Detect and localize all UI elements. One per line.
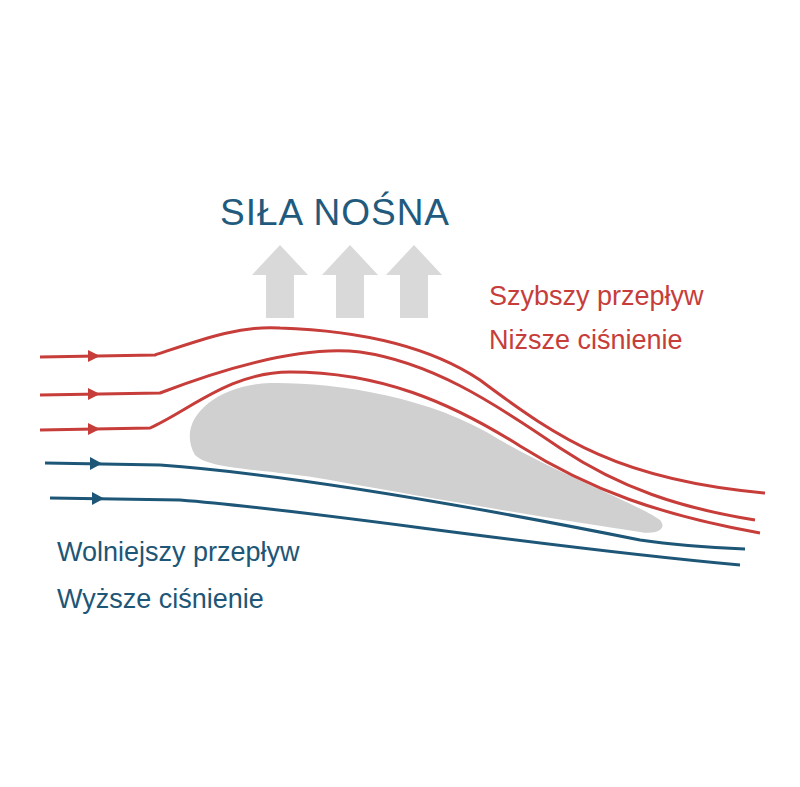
flow-speed-label: Szybszy przepływ <box>489 281 704 312</box>
flow-arrowhead <box>88 423 100 435</box>
flow-arrowhead <box>88 388 100 400</box>
airfoil <box>190 383 663 533</box>
flow-arrowhead <box>88 350 100 362</box>
lift-arrow <box>386 245 442 318</box>
diagram-title: SIŁA NOŚNA <box>220 192 450 235</box>
pressure-label: Niższe ciśnienie <box>489 325 683 356</box>
lift-arrow <box>322 245 378 318</box>
streamline <box>45 463 745 549</box>
flow-arrowhead <box>92 492 104 505</box>
pressure-label: Wyższe ciśnienie <box>57 584 264 615</box>
upper-flow-heads <box>88 350 100 435</box>
flow-speed-label: Wolniejszy przepływ <box>57 537 300 568</box>
lift-arrows <box>252 245 442 318</box>
lower-flow-heads <box>90 457 104 505</box>
lift-arrow <box>252 245 308 318</box>
streamline <box>40 372 760 533</box>
upper-streamlines <box>40 328 765 533</box>
flow-arrowhead <box>90 457 102 470</box>
